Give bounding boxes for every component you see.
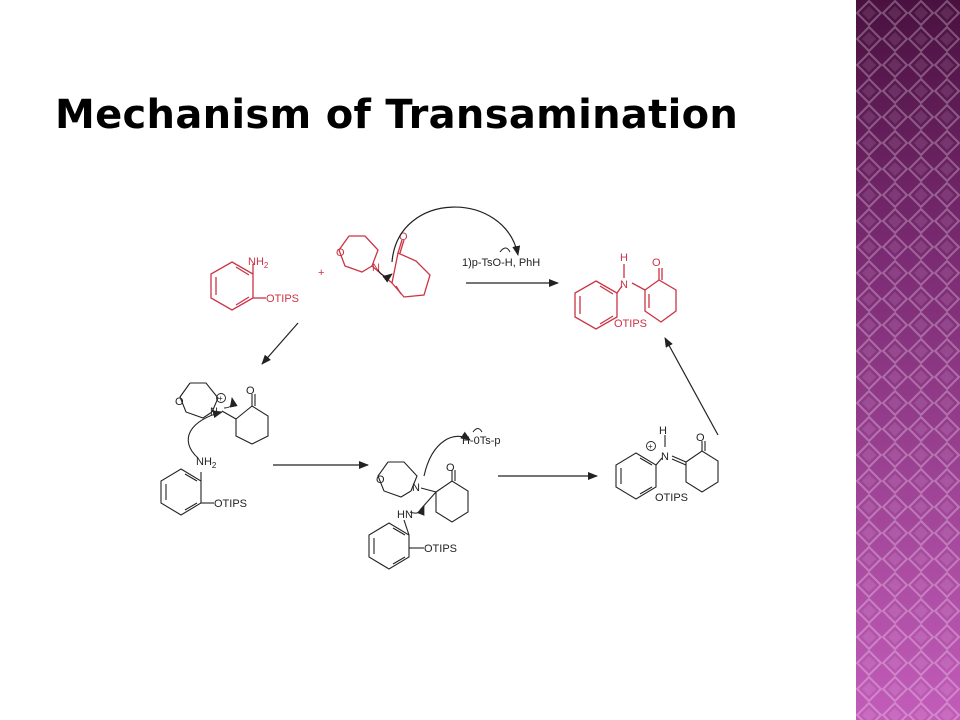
decorative-side-band: [856, 0, 960, 720]
otips-label: OTIPS: [266, 293, 299, 305]
int1-amine-label: NH2: [196, 456, 217, 470]
product-otips-label: OTIPS: [614, 318, 647, 330]
proton-arrow-small: [499, 247, 511, 253]
slide-title: Mechanism of Transamination: [55, 92, 739, 138]
electron-arrow-arc: [391, 206, 521, 263]
product-enaminone: [574, 264, 677, 330]
enamine-reactant: [338, 235, 431, 298]
int3-charge-sign: +: [648, 442, 653, 451]
aniline-copy-2: [368, 519, 424, 570]
acid-label: H-0Ts-p: [462, 435, 501, 447]
int1-o-label: O: [175, 396, 184, 408]
product-o-label: O: [652, 257, 661, 269]
int2-small-arrow: [409, 505, 425, 516]
int1-otips-label: OTIPS: [214, 498, 247, 510]
amine-label: NH2: [248, 256, 269, 270]
int1-small-arrow: [223, 397, 238, 409]
product-h-label: H: [620, 252, 628, 264]
int3-otips-label: OTIPS: [655, 492, 688, 504]
int2-otips-label: OTIPS: [424, 543, 457, 555]
protonated-imine: [615, 435, 719, 500]
iminium-intermediate: [179, 382, 269, 445]
acid-lone-pair: [472, 428, 483, 433]
morpholine-o-label: O: [336, 247, 345, 259]
arrow-up-right: [664, 337, 719, 436]
reagent-label: 1)p-TsO-H, PhH: [462, 257, 540, 269]
int1-charge: [216, 393, 226, 403]
int1-attack-arrow: [187, 410, 223, 459]
int2-n-label: N: [412, 482, 420, 494]
int1-n-label: N: [210, 406, 218, 418]
ketone-o-label: O: [399, 231, 408, 243]
aniline-reactant: [210, 261, 266, 311]
arrow-down-left: [261, 322, 299, 365]
int2-proton-arrow: [423, 431, 471, 477]
plus-sign: +: [318, 267, 324, 279]
product-n-label: N: [620, 279, 628, 291]
int2-o-label: O: [376, 474, 385, 486]
int3-o-label: O: [696, 432, 705, 444]
mechanism-diagram: NH2 OTIPS + O N O 1)p-TsO-H, PhH H N O O…: [160, 206, 719, 570]
int1-charge-sign: +: [218, 394, 223, 403]
int3-h-label: H: [659, 425, 667, 437]
int3-charge: [646, 441, 656, 451]
enamine-n-label: N: [372, 262, 380, 274]
int1-ketone-o-label: O: [246, 385, 255, 397]
int3-n-label: N: [661, 451, 669, 463]
electron-arrow-small: [377, 269, 393, 283]
aniline-copy-1: [160, 468, 214, 516]
int2-hn-label: HN: [397, 509, 413, 521]
int2-ketone-o-label: O: [446, 462, 455, 474]
